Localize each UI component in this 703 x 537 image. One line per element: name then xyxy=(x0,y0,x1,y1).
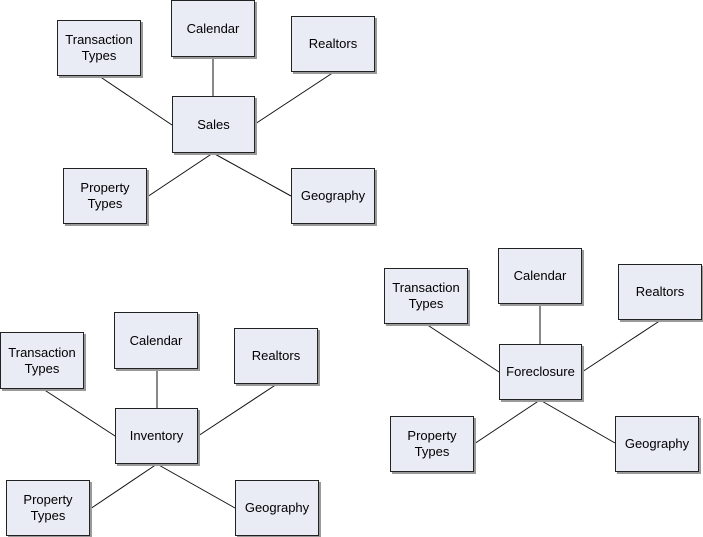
connector-sales-geography xyxy=(212,152,292,197)
connector-inventory-realtors xyxy=(197,383,278,437)
connector-inventory-transaction-types xyxy=(42,388,116,437)
sales-realtors: Realtors xyxy=(291,16,375,72)
foreclosure-calendar: Calendar xyxy=(498,248,582,304)
sales-property-types: Property Types xyxy=(63,168,147,224)
fact-sales: Sales xyxy=(172,96,255,153)
fact-foreclosure: Foreclosure xyxy=(499,344,582,400)
connector-inventory-geography xyxy=(156,463,236,509)
sales-transaction-types: Transaction Types xyxy=(57,20,141,76)
inventory-property-types: Property Types xyxy=(6,480,90,536)
connector-foreclosure-realtors xyxy=(581,319,662,373)
inventory-calendar: Calendar xyxy=(114,312,198,369)
foreclosure-property-types: Property Types xyxy=(390,416,474,472)
sales-calendar: Calendar xyxy=(171,0,255,57)
connector-foreclosure-geography xyxy=(539,399,616,444)
fact-inventory: Inventory xyxy=(115,408,198,464)
connector-sales-property-types xyxy=(146,152,214,198)
connector-sales-transaction-types xyxy=(98,75,173,126)
inventory-transaction-types: Transaction Types xyxy=(0,332,84,389)
inventory-geography: Geography xyxy=(235,480,319,536)
connector-sales-realtors xyxy=(254,71,335,125)
foreclosure-transaction-types: Transaction Types xyxy=(384,268,468,324)
foreclosure-geography: Geography xyxy=(615,416,699,472)
foreclosure-realtors: Realtors xyxy=(618,264,702,320)
connector-foreclosure-transaction-types xyxy=(425,323,500,373)
connector-foreclosure-property-types xyxy=(473,399,541,445)
sales-geography: Geography xyxy=(291,168,375,224)
connector-inventory-property-types xyxy=(89,463,158,510)
inventory-realtors: Realtors xyxy=(234,328,318,384)
